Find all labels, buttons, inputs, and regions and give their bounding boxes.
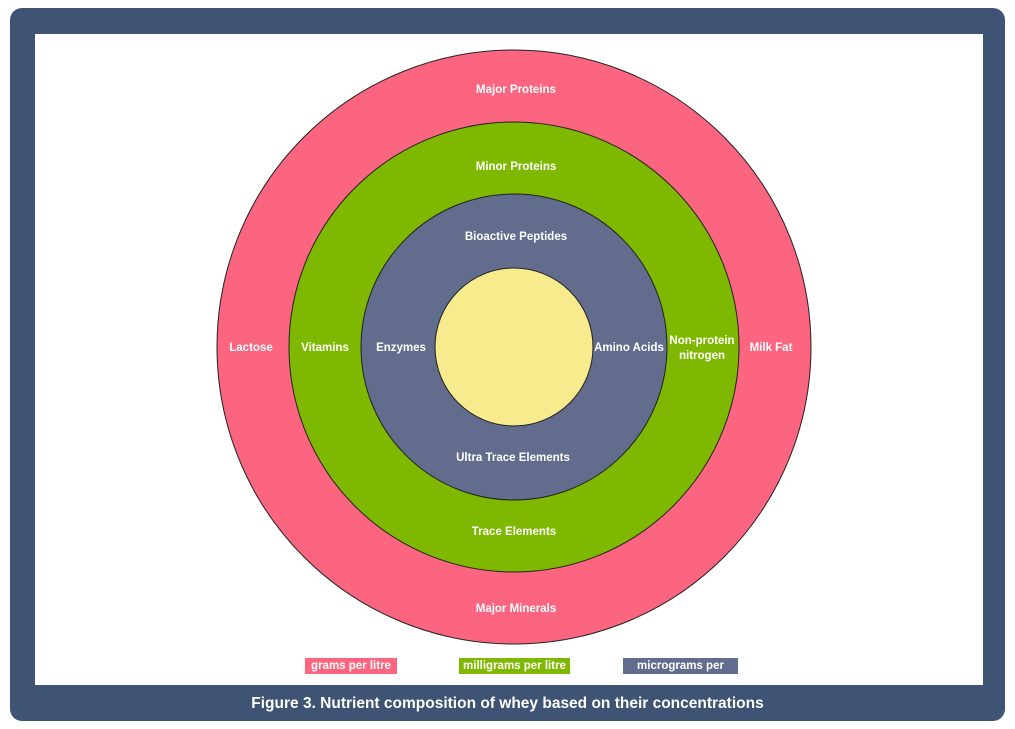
label-non-protein-nitrogen-line2: nitrogen (679, 350, 725, 362)
label-minor-proteins: Minor Proteins (476, 161, 557, 173)
legend-micrograms-per-litre: micrograms per litre (623, 658, 738, 688)
label-milk-fat: Milk Fat (750, 342, 793, 354)
label-major-proteins: Major Proteins (476, 84, 556, 96)
label-lactose: Lactose (229, 342, 272, 354)
label-trace-elements: Trace Elements (472, 526, 556, 538)
legend-grams-per-litre: grams per litre (305, 658, 397, 674)
label-major-minerals: Major Minerals (476, 603, 557, 615)
label-vitamins: Vitamins (301, 342, 349, 354)
label-ultra-trace-elements: Ultra Trace Elements (456, 452, 570, 464)
label-enzymes: Enzymes (376, 342, 426, 354)
label-non-protein-nitrogen-line1: Non-protein (669, 335, 734, 347)
core-circle (434, 267, 594, 427)
figure-caption: Figure 3. Nutrient composition of whey b… (251, 695, 764, 712)
label-bioactive-peptides: Bioactive Peptides (465, 231, 567, 243)
legend-milligrams-per-litre: milligrams per litre (459, 658, 570, 674)
label-amino-acids: Amino Acids (594, 342, 664, 354)
